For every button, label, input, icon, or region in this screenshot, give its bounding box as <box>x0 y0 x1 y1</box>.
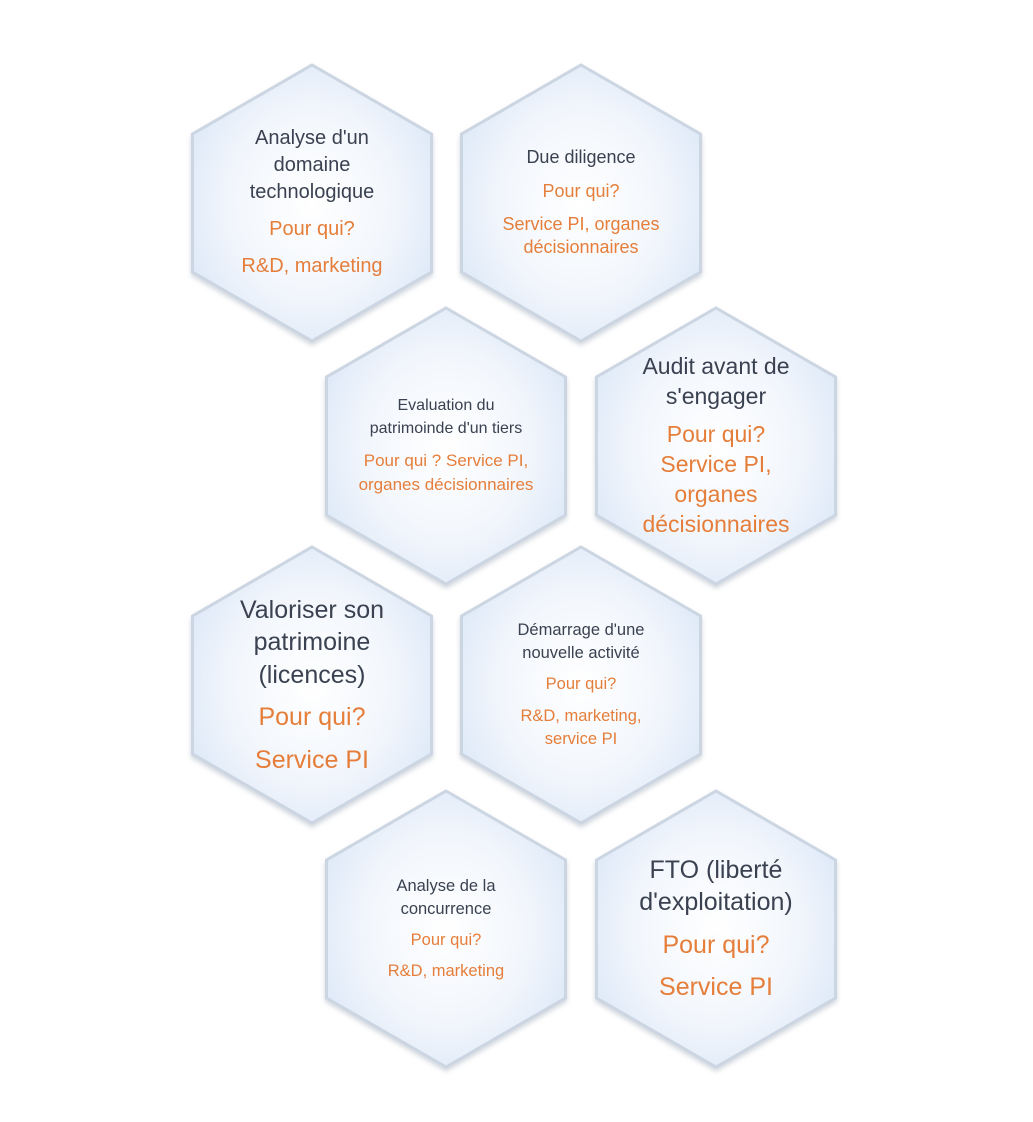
hexagon-audience: R&D, marketing <box>241 255 383 278</box>
hexagon-question: Pour qui? <box>269 218 355 241</box>
hexagon-demarrage: Démarrage d'une nouvelle activité Pour q… <box>493 585 670 785</box>
hexagon-shape-analyse-domaine <box>191 63 433 343</box>
hexagon-fto: FTO (liberté d'exploitation) Pour qui? S… <box>628 829 805 1029</box>
hexagon-question: Pour qui? Service PI, organes décisionna… <box>642 421 790 537</box>
hexagon-audience: R&D, marketing <box>387 962 505 981</box>
hexagon-audience: R&D, marketing, service PI <box>520 706 642 748</box>
hexagon-title: FTO (liberté d'exploitation) <box>639 855 793 917</box>
hexagon-question: Pour qui? <box>258 703 366 732</box>
hexagon-audit: Audit avant de s'engager Pour qui? Servi… <box>628 346 805 546</box>
hexagon-audience: Service PI <box>659 973 773 1002</box>
hexagon-shape-fto <box>595 789 837 1069</box>
hexagon-shape-concurrence <box>325 789 567 1069</box>
hexagon-valoriser: Valoriser son patrimoine (licences) Pour… <box>224 585 401 785</box>
hexagon-question: Pour qui? <box>662 930 770 959</box>
hexagon-evaluation-patrimoine: Evaluation du patrimoinde d'un tiers Pou… <box>358 346 535 546</box>
hexagon-title: Valoriser son patrimoine (licences) <box>239 595 384 689</box>
hexagon-shape-due-diligence <box>460 63 702 343</box>
hexagon-audience: Service PI <box>255 745 369 774</box>
hexagon-shape-evaluation-patrimoine <box>325 306 567 586</box>
hexagon-shape-demarrage <box>460 545 702 825</box>
hexagon-title: Démarrage d'une nouvelle activité <box>517 621 645 663</box>
hexagon-title: Audit avant de s'engager <box>642 353 790 410</box>
hexagon-title: Due diligence <box>526 147 636 168</box>
hexagon-due-diligence: Due diligence Pour qui? Service PI, orga… <box>493 103 670 303</box>
hexagon-shape-audit <box>595 306 837 586</box>
hexagon-title: Analyse de la concurrence <box>396 876 496 918</box>
hexagon-question: Pour qui ? Service PI, organes décisionn… <box>358 450 534 495</box>
hexagon-title: Analyse d'un domaine technologique <box>249 127 375 204</box>
hexagon-title: Evaluation du patrimoinde d'un tiers <box>369 397 523 438</box>
hexagon-shape-valoriser <box>191 545 433 825</box>
hexagon-concurrence: Analyse de la concurrence Pour qui? R&D,… <box>358 829 535 1029</box>
hexagon-question: Pour qui? <box>410 930 482 949</box>
hexagon-analyse-domaine: Analyse d'un domaine technologique Pour … <box>224 103 401 303</box>
hexagon-audience: Service PI, organes décisionnaires <box>502 213 660 258</box>
hexagon-question: Pour qui? <box>545 675 617 694</box>
hexagon-question: Pour qui? <box>542 180 620 201</box>
